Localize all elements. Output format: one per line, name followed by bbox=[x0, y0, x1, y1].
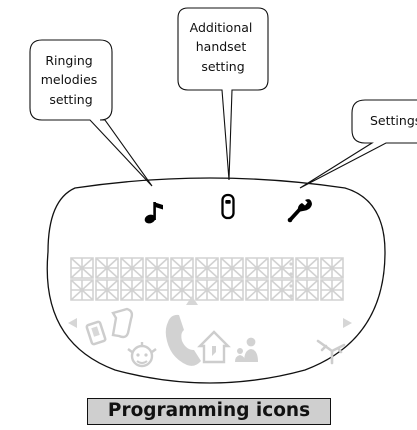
right-arrow-icon bbox=[343, 318, 352, 328]
segment-digit bbox=[270, 257, 294, 279]
segment-digit bbox=[70, 279, 94, 301]
segment-digit bbox=[195, 279, 219, 301]
segment-digit bbox=[320, 257, 344, 279]
scroll-icon bbox=[111, 307, 134, 339]
antenna-icon bbox=[316, 339, 346, 365]
svg-text:Ringing melodies s: Ringing melodies setting bbox=[41, 53, 102, 107]
segment-digit bbox=[120, 257, 144, 279]
segment-digit bbox=[320, 279, 344, 301]
segment-digit bbox=[95, 257, 119, 279]
segment-digit bbox=[170, 257, 194, 279]
segment-digit bbox=[170, 279, 194, 301]
callout-additional-line-3: setting bbox=[201, 59, 244, 74]
segment-digit bbox=[95, 279, 119, 301]
segment-digit bbox=[70, 257, 94, 279]
segment-digit bbox=[220, 257, 244, 279]
segment-digit bbox=[245, 257, 269, 279]
segment-display bbox=[70, 257, 344, 301]
segment-colon-dot bbox=[289, 262, 293, 266]
callout-ringing-line-3: setting bbox=[49, 92, 92, 107]
callout-ringing-melodies: Ringing melodies setting bbox=[29, 39, 153, 187]
segment-digit bbox=[220, 279, 244, 301]
segment-colon-dot bbox=[289, 272, 293, 276]
segment-digit bbox=[145, 279, 169, 301]
display-outline bbox=[46, 177, 386, 384]
wrench-icon bbox=[287, 199, 312, 223]
handset-icon bbox=[221, 193, 235, 220]
keylock-icon bbox=[85, 320, 107, 346]
svg-text:Additional handset: Additional handset setting bbox=[190, 20, 257, 74]
home-icon bbox=[197, 330, 231, 364]
figure-caption: Programming icons bbox=[87, 398, 331, 425]
callout-settings: Settings bbox=[299, 99, 417, 189]
music-note-icon bbox=[144, 202, 163, 224]
phone-icon bbox=[165, 314, 201, 366]
segment-digit bbox=[295, 279, 319, 301]
callout-additional-line-1: Additional bbox=[190, 20, 253, 35]
left-arrow-icon bbox=[68, 318, 77, 328]
up-arrow-icon bbox=[186, 296, 198, 305]
segment-digit bbox=[145, 257, 169, 279]
segment-digit bbox=[120, 279, 144, 301]
callout-additional-line-2: handset bbox=[196, 39, 247, 54]
segment-digit bbox=[270, 279, 294, 301]
callout-additional-handset: Additional handset setting bbox=[177, 7, 269, 181]
segment-colon-dot bbox=[289, 294, 293, 298]
baby-icon bbox=[127, 342, 157, 368]
callout-settings-label: Settings bbox=[370, 113, 417, 128]
callout-ringing-line-2: melodies bbox=[41, 72, 98, 87]
segment-colon-dot bbox=[289, 284, 293, 288]
segment-digit bbox=[245, 279, 269, 301]
callout-ringing-line-1: Ringing bbox=[45, 53, 92, 68]
segment-digit bbox=[195, 257, 219, 279]
family-icon bbox=[235, 337, 258, 362]
segment-digit bbox=[295, 257, 319, 279]
